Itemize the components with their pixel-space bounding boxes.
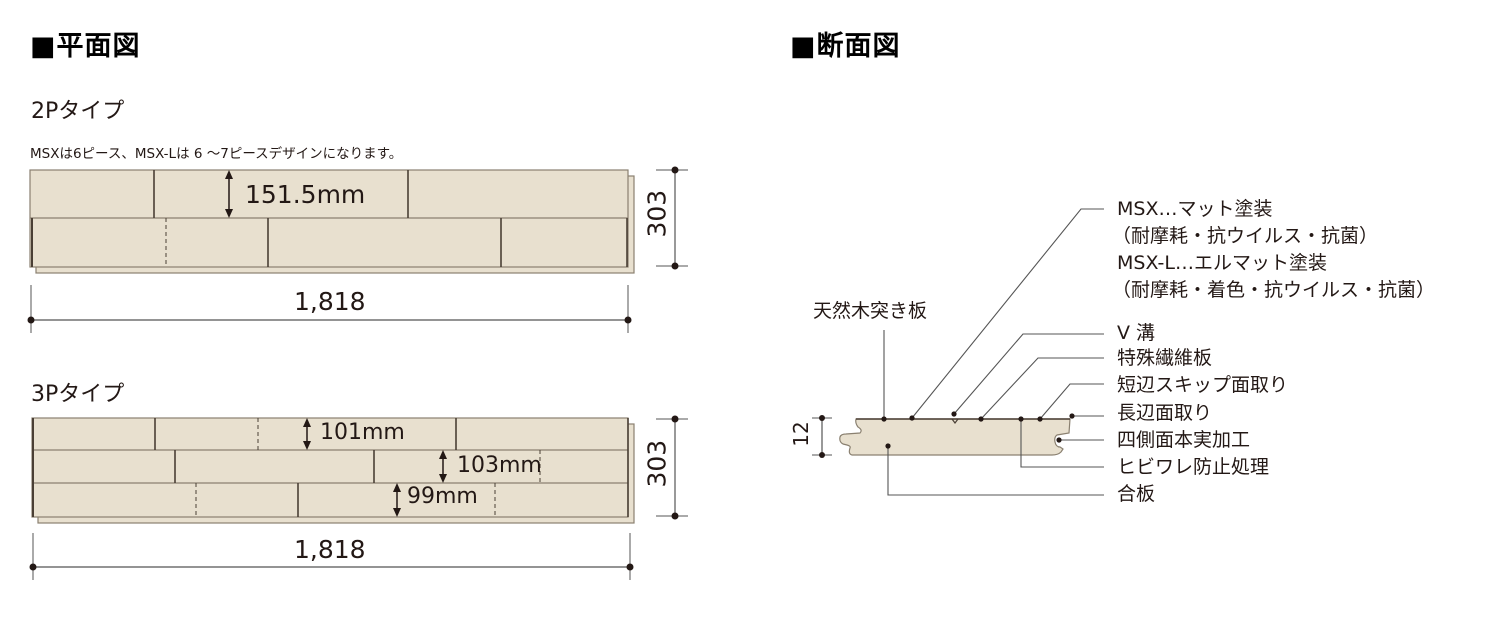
type-2p-label: 2Pタイプ [31, 99, 125, 124]
label-coating-msx-features: （耐摩耗・抗ウイルス・抗菌） [1112, 225, 1379, 247]
type-3p-label: 3Pタイプ [31, 382, 125, 407]
label-crack-prevention: ヒビワレ防止処理 [1117, 456, 1270, 478]
type-3p-row1-width: 101mm [320, 420, 405, 445]
type-2p-note: MSXは6ピース、MSX-Lは 6 〜7ピースデザインになります。 [30, 146, 403, 162]
section-leader-lines [883, 208, 1104, 496]
section-view-title: ■断面図 [790, 31, 901, 62]
label-plywood: 合板 [1117, 483, 1156, 505]
label-coating-msxl: MSX-L…エルマット塗装 [1117, 252, 1327, 274]
section-leader-dots [881, 411, 1075, 449]
dimension-2p-height [656, 166, 688, 270]
label-veneer: 天然木突き板 [813, 300, 928, 322]
section-thickness: 12 [789, 421, 813, 447]
label-long-edge-chamfer: 長辺面取り [1117, 402, 1213, 424]
section-thickness-dimension [812, 415, 832, 458]
label-coating-msxl-features: （耐摩耗・着色・抗ウイルス・抗菌） [1112, 279, 1436, 301]
plank-2p [29, 169, 635, 274]
dimension-3p-height [656, 415, 688, 520]
label-short-edge-chamfer: 短辺スキップ面取り [1117, 374, 1289, 396]
type-3p-total-length: 1,818 [294, 535, 366, 564]
label-v-groove: V 溝 [1117, 322, 1156, 344]
section-board [839, 418, 1071, 456]
type-3p-total-height: 303 [642, 439, 672, 488]
type-2p-plank-width: 151.5mm [245, 180, 366, 209]
type-2p-total-height: 303 [642, 189, 672, 238]
dimension-2p-length [27, 285, 632, 333]
label-tongue-groove: 四側面本実加工 [1117, 429, 1251, 451]
type-2p-total-length: 1,818 [294, 287, 366, 316]
type-3p-row3-width: 99mm [407, 484, 478, 509]
plan-view-title: ■平面図 [30, 31, 141, 62]
label-fiber-board: 特殊繊維板 [1117, 347, 1213, 369]
label-coating-msx: MSX…マット塗装 [1117, 198, 1273, 220]
plank-3p [31, 417, 635, 524]
dimension-3p-length [29, 533, 634, 580]
type-3p-row2-width: 103mm [457, 453, 542, 478]
